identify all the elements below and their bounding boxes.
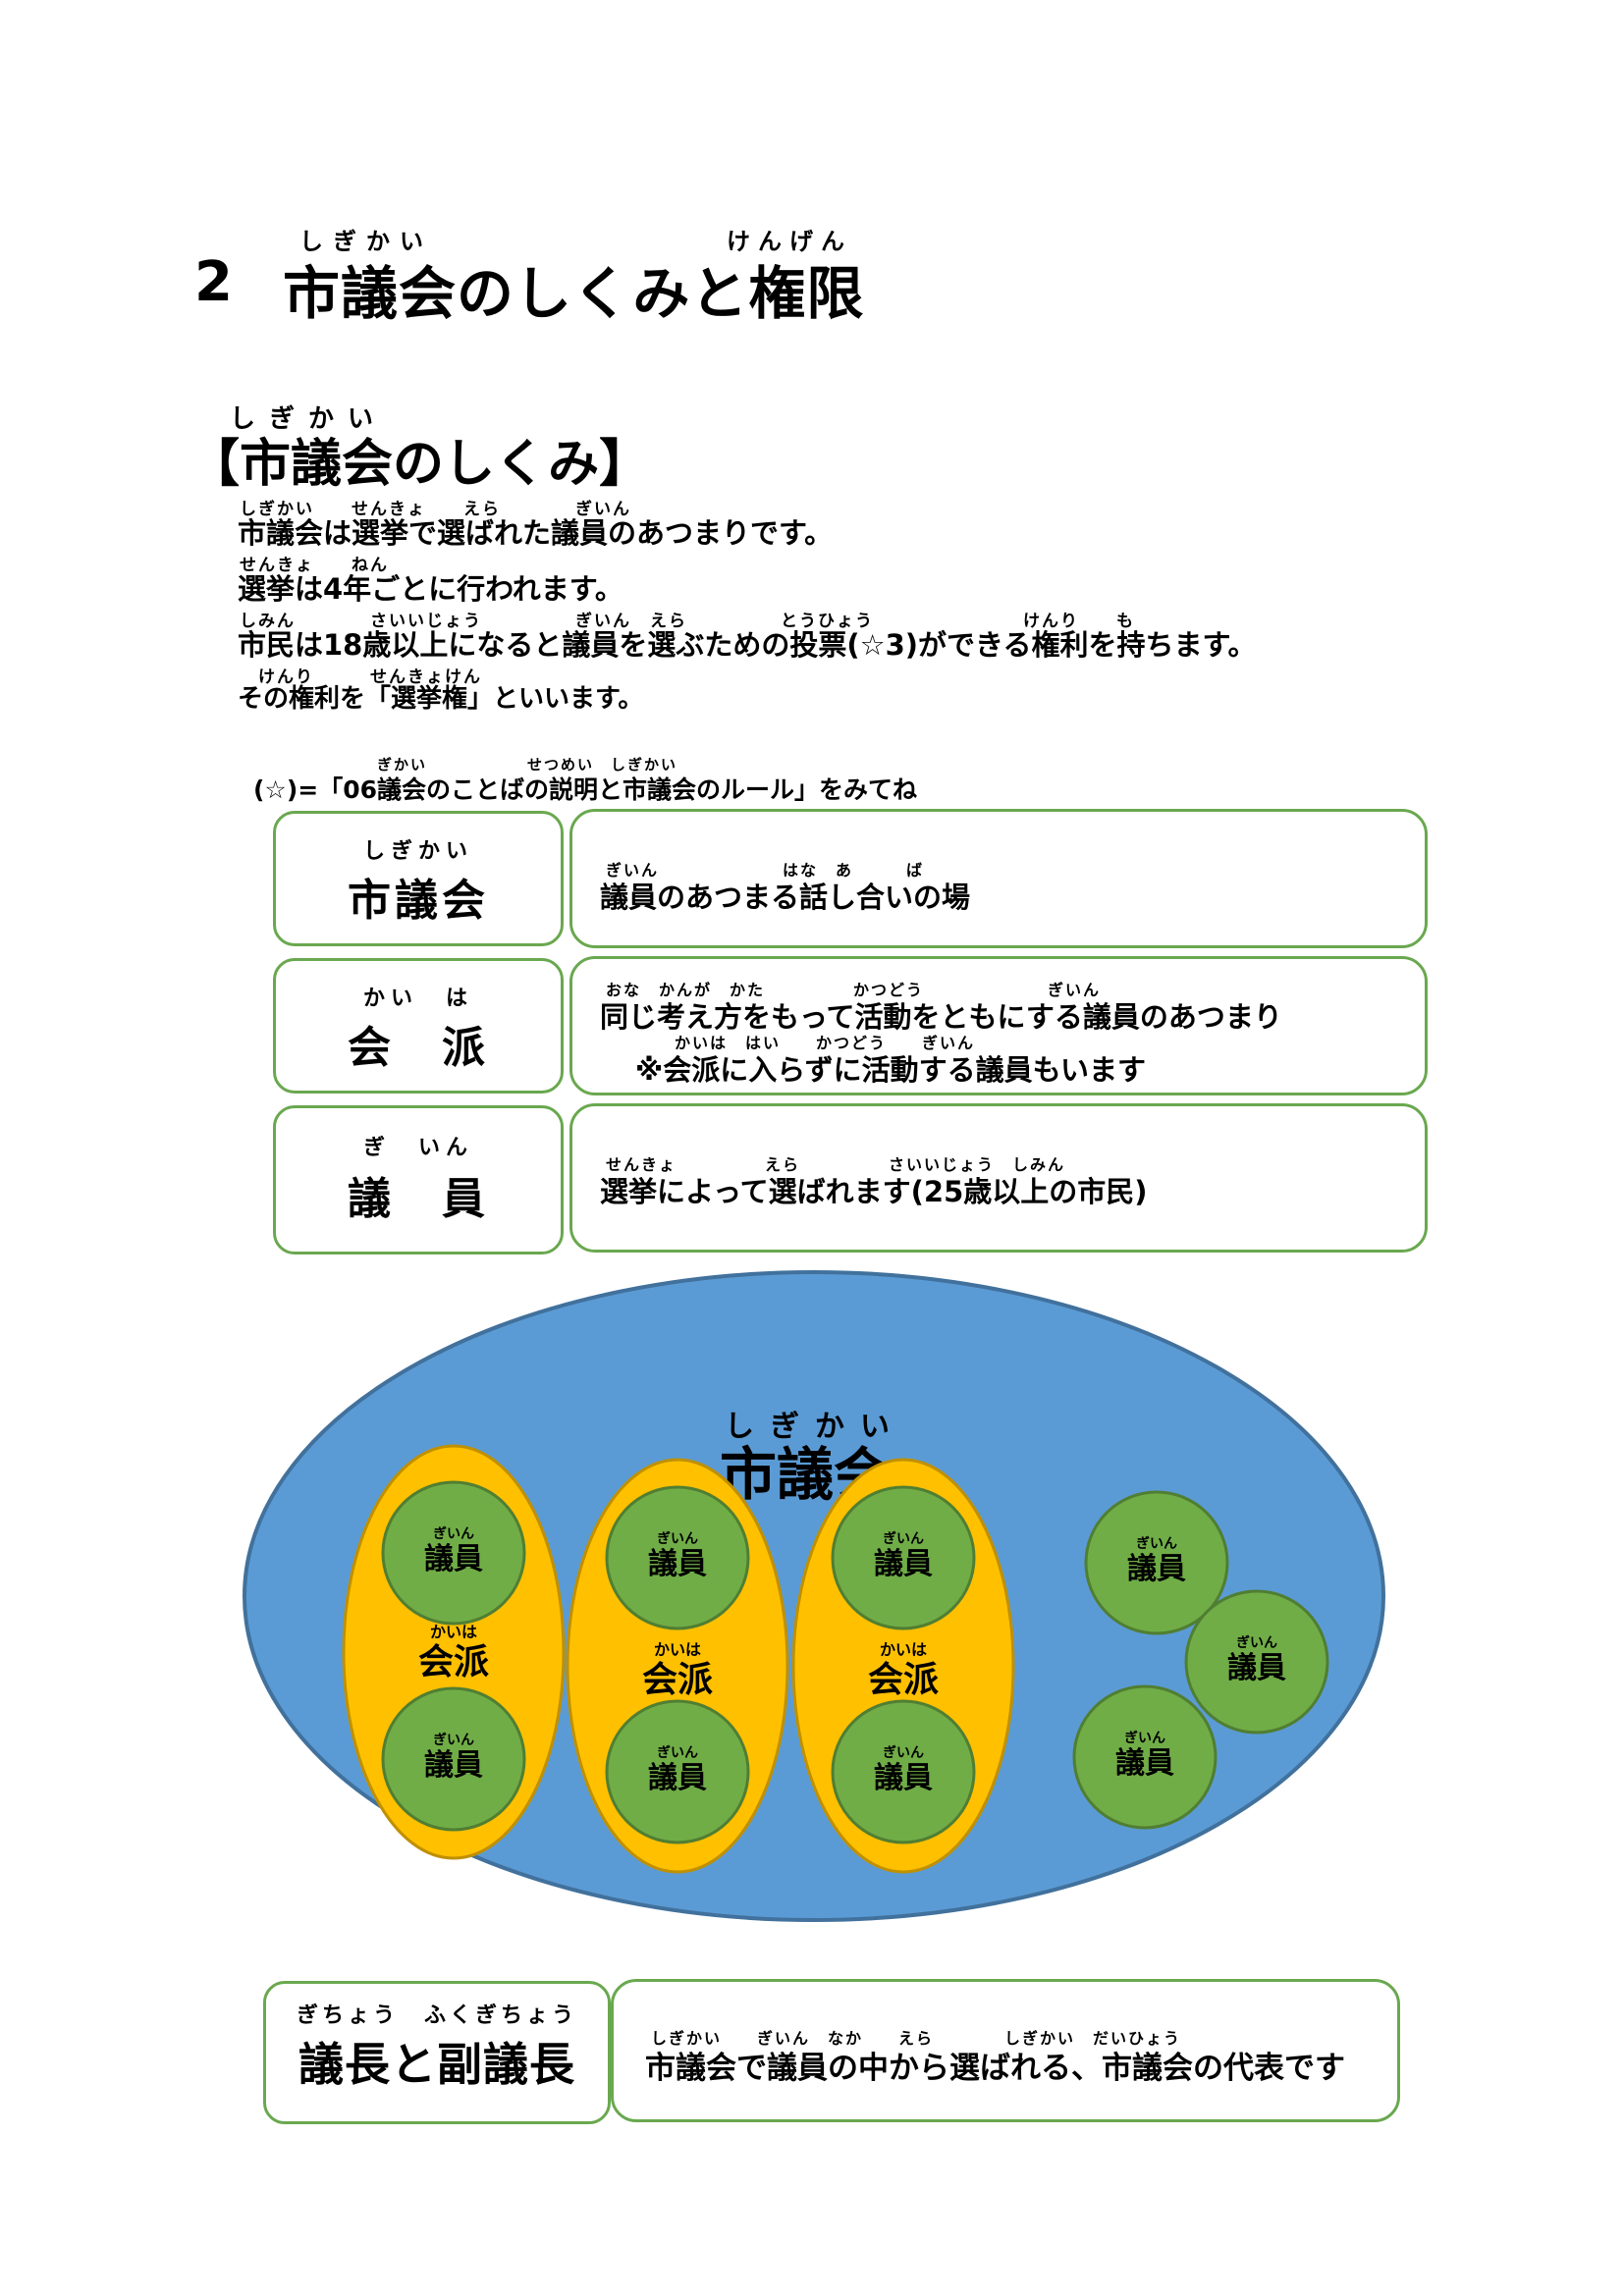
term-label: 市議会 xyxy=(348,876,489,926)
page-title: 市議会のしくみと権限 xyxy=(283,260,865,327)
faction-ruby: かいは xyxy=(430,1623,477,1641)
member-label: 議員 xyxy=(874,1547,933,1581)
member-label: 議員 xyxy=(1127,1552,1186,1586)
definition-box-giin: せんきょ えら さいいじょう しみん 選挙によって選ばれます(25歳以上の市民) xyxy=(569,1103,1428,1253)
member-label: 議員 xyxy=(648,1761,707,1795)
member-circle xyxy=(1184,1589,1329,1735)
term-label: 会 派 xyxy=(348,1023,489,1073)
term-ruby: ぎちょう ふくぎちょう xyxy=(296,2003,577,2028)
member-circle xyxy=(381,1686,526,1832)
member-label: 議員 xyxy=(424,1748,483,1783)
independent-member-3: ぎいん 議員 xyxy=(1072,1684,1218,1830)
definition-text: 選挙によって選ばれます(25歳以上の市民) xyxy=(600,1175,1148,1208)
body-line-3: 市民は18歳以上になると議員を選ぶための投票(☆3)ができる権利を持ちます。 xyxy=(238,628,1257,662)
faction-label: 会派 xyxy=(642,1660,713,1700)
member-circle xyxy=(1072,1684,1218,1830)
body-ruby-1: しぎかい せんきょ えら ぎいん xyxy=(240,500,631,519)
definition-text: 議員のあつまる話し合いの場 xyxy=(600,881,971,914)
section-ruby: しぎかい xyxy=(230,404,388,434)
body-line-4: その権利を「選挙権」といいます。 xyxy=(238,684,644,714)
member-circle xyxy=(605,1699,750,1844)
member-ruby: ぎいん xyxy=(883,1530,924,1547)
definition-note-ruby: かいは はい かつどう ぎいん xyxy=(675,1034,976,1052)
faction-ruby: かいは xyxy=(880,1640,927,1659)
definition-box-kaiha: おな かんが かた かつどう ぎいん 同じ考え方をもって活動をともにする議員のあ… xyxy=(569,956,1428,1095)
faction-ruby: かいは xyxy=(654,1640,701,1659)
definition-ruby: おな かんが かた かつどう ぎいん xyxy=(606,981,1102,999)
definition-text: 同じ考え方をもって活動をともにする議員のあつまり xyxy=(600,1000,1282,1034)
member-ruby: ぎいん xyxy=(1136,1535,1177,1552)
member-ruby: ぎいん xyxy=(1124,1730,1165,1746)
member-circle xyxy=(1084,1490,1229,1635)
term-box-kaiha: かい は 会 派 xyxy=(273,958,564,1094)
term-ruby: しぎかい xyxy=(362,839,473,864)
member-label: 議員 xyxy=(648,1547,707,1581)
note-ruby: ぎかい せつめい しぎかい xyxy=(377,756,678,774)
member-ruby: ぎいん xyxy=(433,1732,474,1748)
member-label: 議員 xyxy=(1227,1651,1286,1685)
definition-ruby: ぎいん はな あ ば xyxy=(606,861,925,880)
term-box-shigikai: しぎかい 市議会 xyxy=(273,811,564,946)
member-circle xyxy=(605,1485,750,1630)
definition-ruby: しぎかい ぎいん なか えら しぎかい だいひょう xyxy=(651,2029,1182,2048)
member-label: 議員 xyxy=(424,1542,483,1576)
definition-ruby: せんきょ えら さいいじょう しみん xyxy=(606,1155,1066,1174)
member-ruby: ぎいん xyxy=(883,1744,924,1761)
chapter-number: 2 xyxy=(194,250,233,314)
definition-note: ※会派に入らずに活動する議員もいます xyxy=(635,1053,1147,1087)
term-label: 議 員 xyxy=(348,1174,489,1224)
member-circle xyxy=(831,1485,976,1630)
member-ruby: ぎいん xyxy=(657,1744,698,1761)
term-box-giin: ぎ いん 議 員 xyxy=(273,1105,564,1255)
member-ruby: ぎいん xyxy=(657,1530,698,1547)
definition-box-shigikai: ぎいん はな あ ば 議員のあつまる話し合いの場 xyxy=(569,809,1428,948)
term-label: 議長と副議長 xyxy=(298,2038,575,2091)
member-label: 議員 xyxy=(1115,1746,1174,1781)
faction-label: 会派 xyxy=(418,1642,489,1682)
council-ruby: しぎかい xyxy=(725,1410,905,1444)
body-ruby-4: けんり せんきょけん xyxy=(240,667,482,687)
faction-group-3: ぎいん 議員 かいは 会派 ぎいん 議員 xyxy=(791,1458,1015,1874)
faction-group-2: ぎいん 議員 かいは 会派 ぎいん 議員 xyxy=(566,1458,789,1874)
term-ruby: ぎ いん xyxy=(362,1136,473,1160)
body-ruby-3: しみん さいいじょう ぎいん えら とうひょう けんり も xyxy=(240,612,1135,631)
definition-box-gicho: しぎかい ぎいん なか えら しぎかい だいひょう 市議会で議員の中から選ばれる… xyxy=(611,1979,1400,2122)
independent-member-1: ぎいん 議員 xyxy=(1084,1490,1229,1635)
title-ruby-shigikai: しぎかい xyxy=(299,228,433,255)
section-title: 【市議会のしくみ】 xyxy=(189,435,651,494)
member-label: 議員 xyxy=(874,1761,933,1795)
member-ruby: ぎいん xyxy=(1236,1634,1277,1651)
member-circle xyxy=(831,1699,976,1844)
body-line-2: 選挙は4年ごとに行われます。 xyxy=(238,572,623,606)
member-circle xyxy=(381,1480,526,1626)
body-line-1: 市議会は選挙で選ばれた議員のあつまりです。 xyxy=(238,516,834,550)
independent-member-2: ぎいん 議員 xyxy=(1184,1589,1329,1735)
body-ruby-2: せんきょ ねん xyxy=(240,556,389,575)
faction-label: 会派 xyxy=(868,1660,939,1700)
definition-text: 市議会で議員の中から選ばれる、市議会の代表です xyxy=(645,2051,1345,2086)
title-ruby-kengen: けんげん xyxy=(727,228,852,255)
member-ruby: ぎいん xyxy=(433,1525,474,1542)
term-ruby: かい は xyxy=(362,987,473,1011)
reference-note: (☆)=「06議会のことばの説明と市議会のルール」をみてね xyxy=(253,775,918,804)
term-box-gicho: ぎちょう ふくぎちょう 議長と副議長 xyxy=(263,1981,611,2124)
faction-group-1: ぎいん 議員 かいは 会派 ぎいん 議員 xyxy=(342,1444,566,1860)
